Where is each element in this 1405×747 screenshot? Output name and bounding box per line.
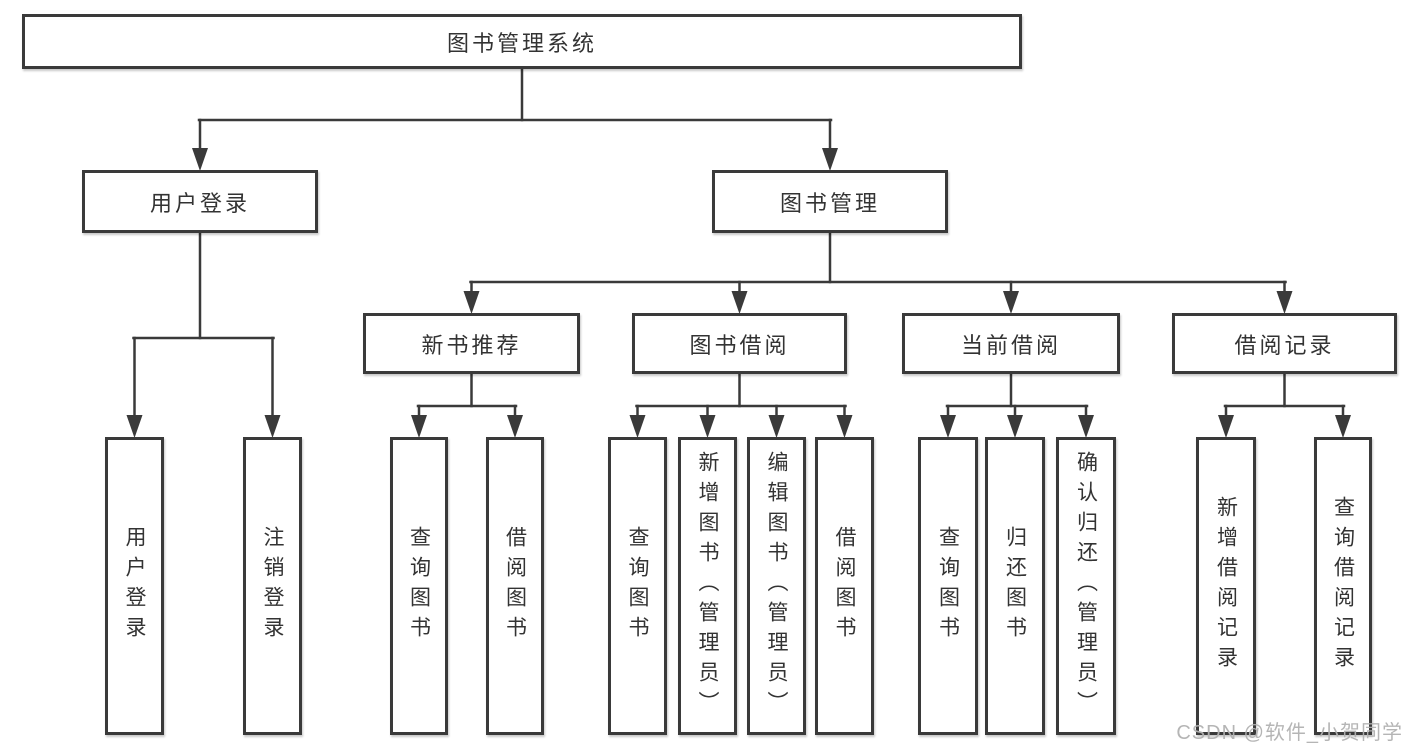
connector-arrowhead (264, 415, 281, 438)
node-book-borrowing: 图书借阅 (632, 313, 847, 374)
connector-arrowhead (1078, 415, 1094, 438)
node-label: 新增图书（管理员） (696, 451, 719, 721)
connector-arrowhead (629, 415, 646, 438)
node-label: 图书管理系统 (446, 30, 597, 56)
node-label: 借阅记录 (1234, 332, 1335, 358)
node-label: 用户登录 (123, 526, 146, 646)
node-leaf-edit-book-admin: 编辑图书（管理员） (747, 437, 806, 735)
connector-arrowhead (768, 415, 785, 438)
node-label: 确认归还（管理员） (1074, 451, 1098, 721)
connector-arrowhead (822, 148, 838, 171)
node-label: 新书推荐 (421, 332, 522, 358)
connector-arrowhead (192, 148, 208, 171)
connector-arrowhead (463, 291, 480, 314)
node-borrowing-records: 借阅记录 (1172, 313, 1397, 374)
connector-arrowhead (836, 415, 853, 438)
node-leaf-logout: 注销登录 (243, 437, 302, 735)
node-leaf-query-books: 查询图书 (390, 437, 448, 735)
watermark: CSDN @软件_小贺同学 (1176, 722, 1403, 744)
connector-arrowhead (699, 415, 716, 438)
node-label: 查询借阅记录 (1331, 496, 1355, 676)
node-label: 借阅图书 (503, 526, 527, 646)
node-label: 编辑图书（管理员） (765, 451, 788, 721)
node-leaf-query-borrow-record: 查询借阅记录 (1314, 437, 1372, 735)
connector-arrowhead (940, 415, 956, 438)
connector-arrowhead (1218, 415, 1234, 438)
node-label: 归还图书 (1003, 526, 1027, 646)
node-label: 查询图书 (407, 526, 431, 646)
node-label: 查询图书 (626, 526, 649, 646)
node-user-login: 用户登录 (82, 170, 318, 233)
node-label: 查询图书 (936, 526, 960, 646)
node-book-management: 图书管理 (712, 170, 948, 233)
connector-arrowhead (1276, 291, 1293, 314)
connector-arrowhead (126, 415, 143, 438)
node-label: 新增借阅记录 (1214, 496, 1238, 676)
node-leaf-borrow-books: 借阅图书 (486, 437, 544, 735)
node-leaf-user-login: 用户登录 (105, 437, 164, 735)
node-current-borrowing: 当前借阅 (902, 313, 1120, 374)
node-label: 借阅图书 (833, 526, 856, 646)
connector-arrowhead (731, 291, 748, 314)
connector-arrowhead (1007, 415, 1023, 438)
node-label: 图书管理 (779, 190, 880, 216)
node-label: 当前借阅 (960, 332, 1061, 358)
connector-arrowhead (411, 415, 427, 438)
node-leaf-add-book-admin: 新增图书（管理员） (678, 437, 737, 735)
connector-arrowhead (1003, 291, 1019, 314)
node-leaf-return-books: 归还图书 (985, 437, 1045, 735)
node-label: 用户登录 (149, 190, 250, 216)
node-leaf-query-books: 查询图书 (918, 437, 978, 735)
connector-arrowhead (507, 415, 523, 438)
node-leaf-query-books: 查询图书 (608, 437, 667, 735)
node-leaf-confirm-return-admin: 确认归还（管理员） (1056, 437, 1116, 735)
node-new-book-recommendation: 新书推荐 (363, 313, 580, 374)
node-leaf-borrow-books: 借阅图书 (815, 437, 874, 735)
node-leaf-add-borrow-record: 新增借阅记录 (1196, 437, 1256, 735)
node-library-management-system: 图书管理系统 (22, 14, 1022, 69)
node-label: 注销登录 (261, 526, 284, 646)
node-label: 图书借阅 (689, 332, 790, 358)
connector-arrowhead (1335, 415, 1351, 438)
